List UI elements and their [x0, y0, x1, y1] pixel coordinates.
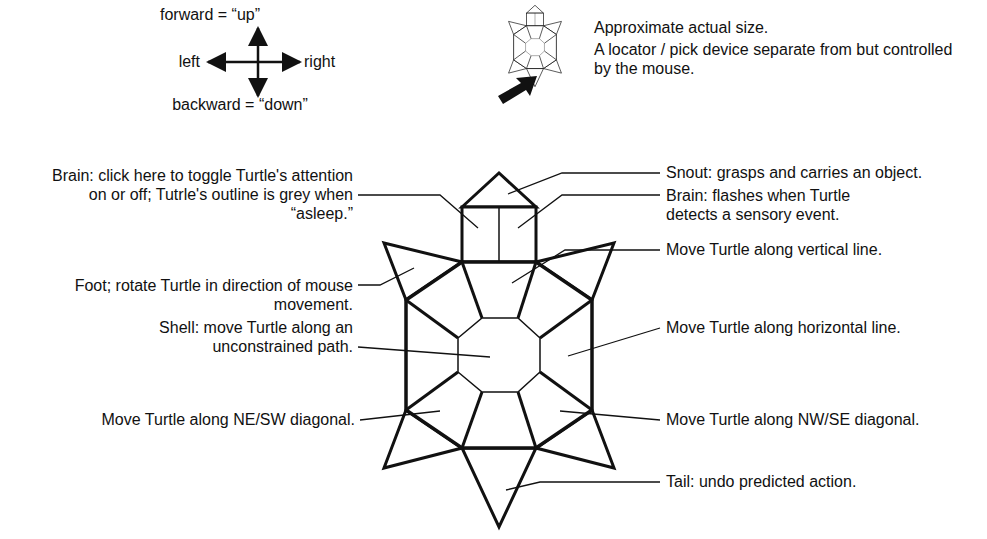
part-callout: Foot; rotate Turtle in direction of mous… — [73, 276, 353, 314]
leader-lines — [358, 173, 660, 490]
note-text: A locator / pick device separate from bu… — [594, 40, 969, 78]
part-callout: Move Turtle along horizontal line. — [666, 318, 984, 337]
part-callout: Snout: grasps and carries an object. — [666, 163, 984, 182]
part-callout: Move Turtle along NW/SE diagonal. — [666, 410, 984, 429]
part-callout: Brain: flashes when Turtle detects a sen… — [666, 186, 906, 224]
direction-label: backward = “down” — [155, 95, 325, 114]
part-callout: Brain: click here to toggle Turtle's att… — [41, 166, 353, 223]
direction-label: forward = “up” — [150, 5, 270, 24]
part-callout: Move Turtle along NE/SW diagonal. — [10, 410, 355, 429]
turtle-icon — [509, 5, 562, 86]
part-callout: Shell: move Turtle along an unconstraine… — [91, 318, 353, 356]
turtle-figure — [384, 173, 614, 527]
direction-arrows — [208, 28, 300, 96]
direction-label: left — [140, 52, 200, 71]
cursor-arrow — [498, 76, 537, 104]
part-callout: Move Turtle along vertical line. — [666, 240, 984, 259]
direction-label: right — [304, 52, 364, 71]
part-callout: Tail: undo predicted action. — [666, 472, 984, 491]
note-text: Approximate actual size. — [594, 18, 894, 37]
